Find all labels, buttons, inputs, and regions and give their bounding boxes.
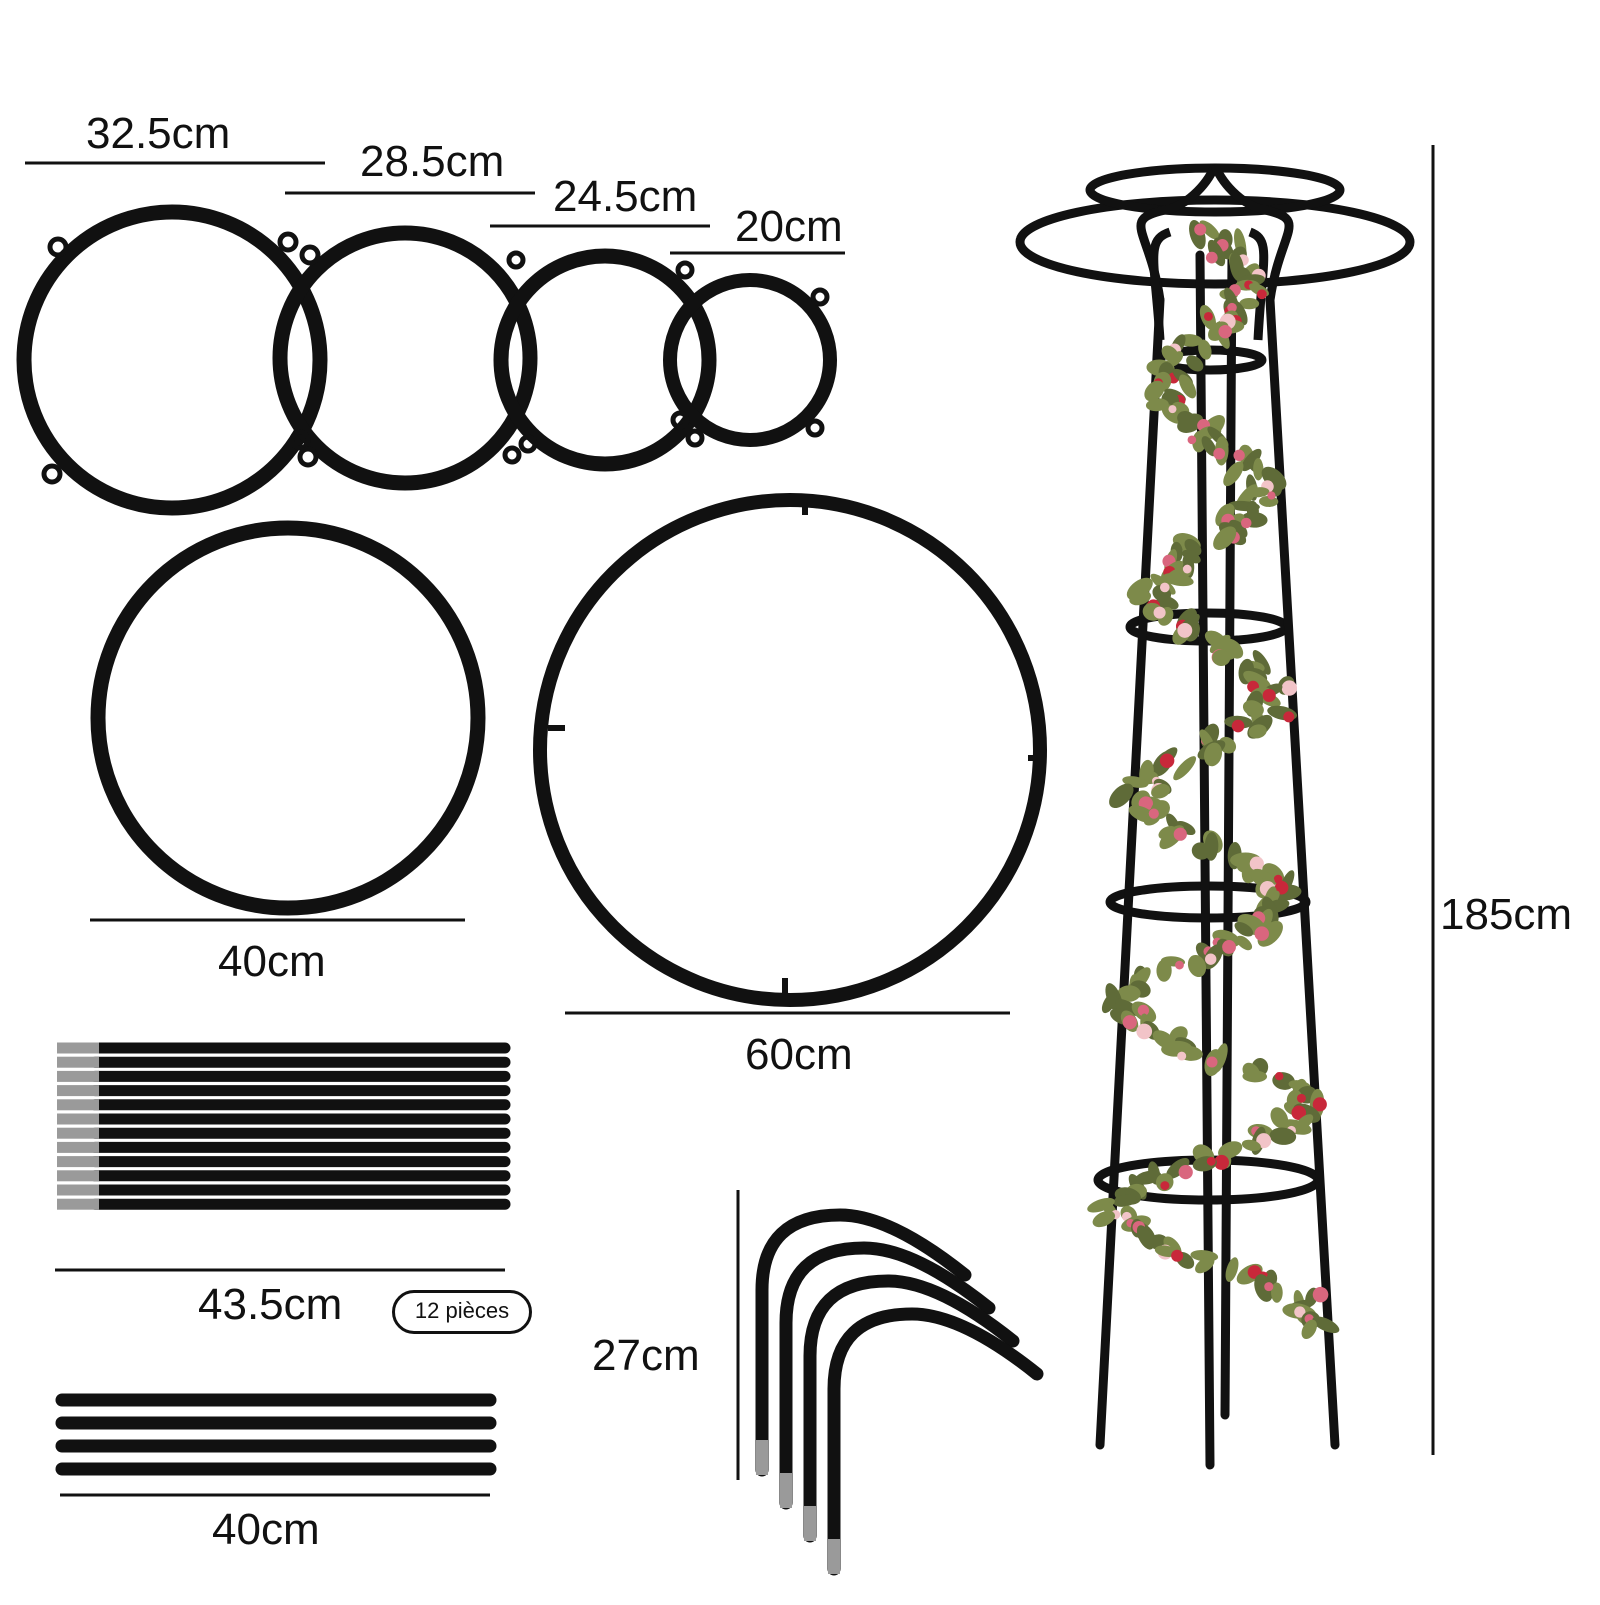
label-rods-short: 40cm: [212, 1505, 320, 1554]
assembled-trellis: [1015, 163, 1415, 1470]
rods-count-badge: 12 pièces: [392, 1290, 532, 1334]
label-bent: 27cm: [592, 1331, 700, 1380]
label-ring-60: 60cm: [745, 1030, 853, 1079]
long-rod: [57, 1198, 511, 1210]
ring-24-5: [493, 248, 717, 472]
long-rod: [57, 1141, 511, 1153]
long-rod: [57, 1170, 511, 1182]
bent-rod: [803, 1274, 1020, 1543]
long-rod: [57, 1156, 511, 1168]
long-rod: [57, 1184, 511, 1196]
long-rods: [57, 1042, 511, 1210]
ring-60-tabs: [548, 500, 1045, 995]
ring-60: [533, 493, 1047, 1007]
long-rod: [57, 1056, 511, 1068]
ring-32-5: [16, 204, 328, 516]
bent-rods: [755, 1208, 1044, 1576]
ring-40: [90, 520, 486, 916]
label-ring-40: 40cm: [218, 937, 326, 986]
long-rod: [57, 1099, 511, 1111]
label-ring-2: 28.5cm: [360, 137, 505, 186]
label-ring-1: 32.5cm: [86, 109, 231, 158]
bent-rod: [755, 1208, 972, 1477]
short-rods: [55, 1393, 497, 1476]
ring-clips: [41, 231, 830, 485]
ring-20: [663, 273, 837, 447]
ring-28-5: [272, 225, 538, 491]
bent-rod: [779, 1241, 996, 1510]
label-ring-3: 24.5cm: [553, 172, 698, 221]
label-height: 185cm: [1440, 890, 1573, 939]
label-ring-4: 20cm: [735, 202, 843, 251]
long-rod: [57, 1070, 511, 1082]
vine-garland: [1087, 219, 1340, 1340]
bent-rod: [827, 1307, 1044, 1576]
long-rod: [57, 1127, 511, 1139]
long-rod: [57, 1113, 511, 1125]
label-rods-long: 43.5cm: [198, 1280, 343, 1329]
dimension-lines: [25, 145, 1435, 1497]
small-rings: [16, 204, 837, 516]
trellis-top-ring: [1015, 195, 1415, 289]
long-rod: [57, 1042, 511, 1054]
long-rod: [57, 1085, 511, 1097]
